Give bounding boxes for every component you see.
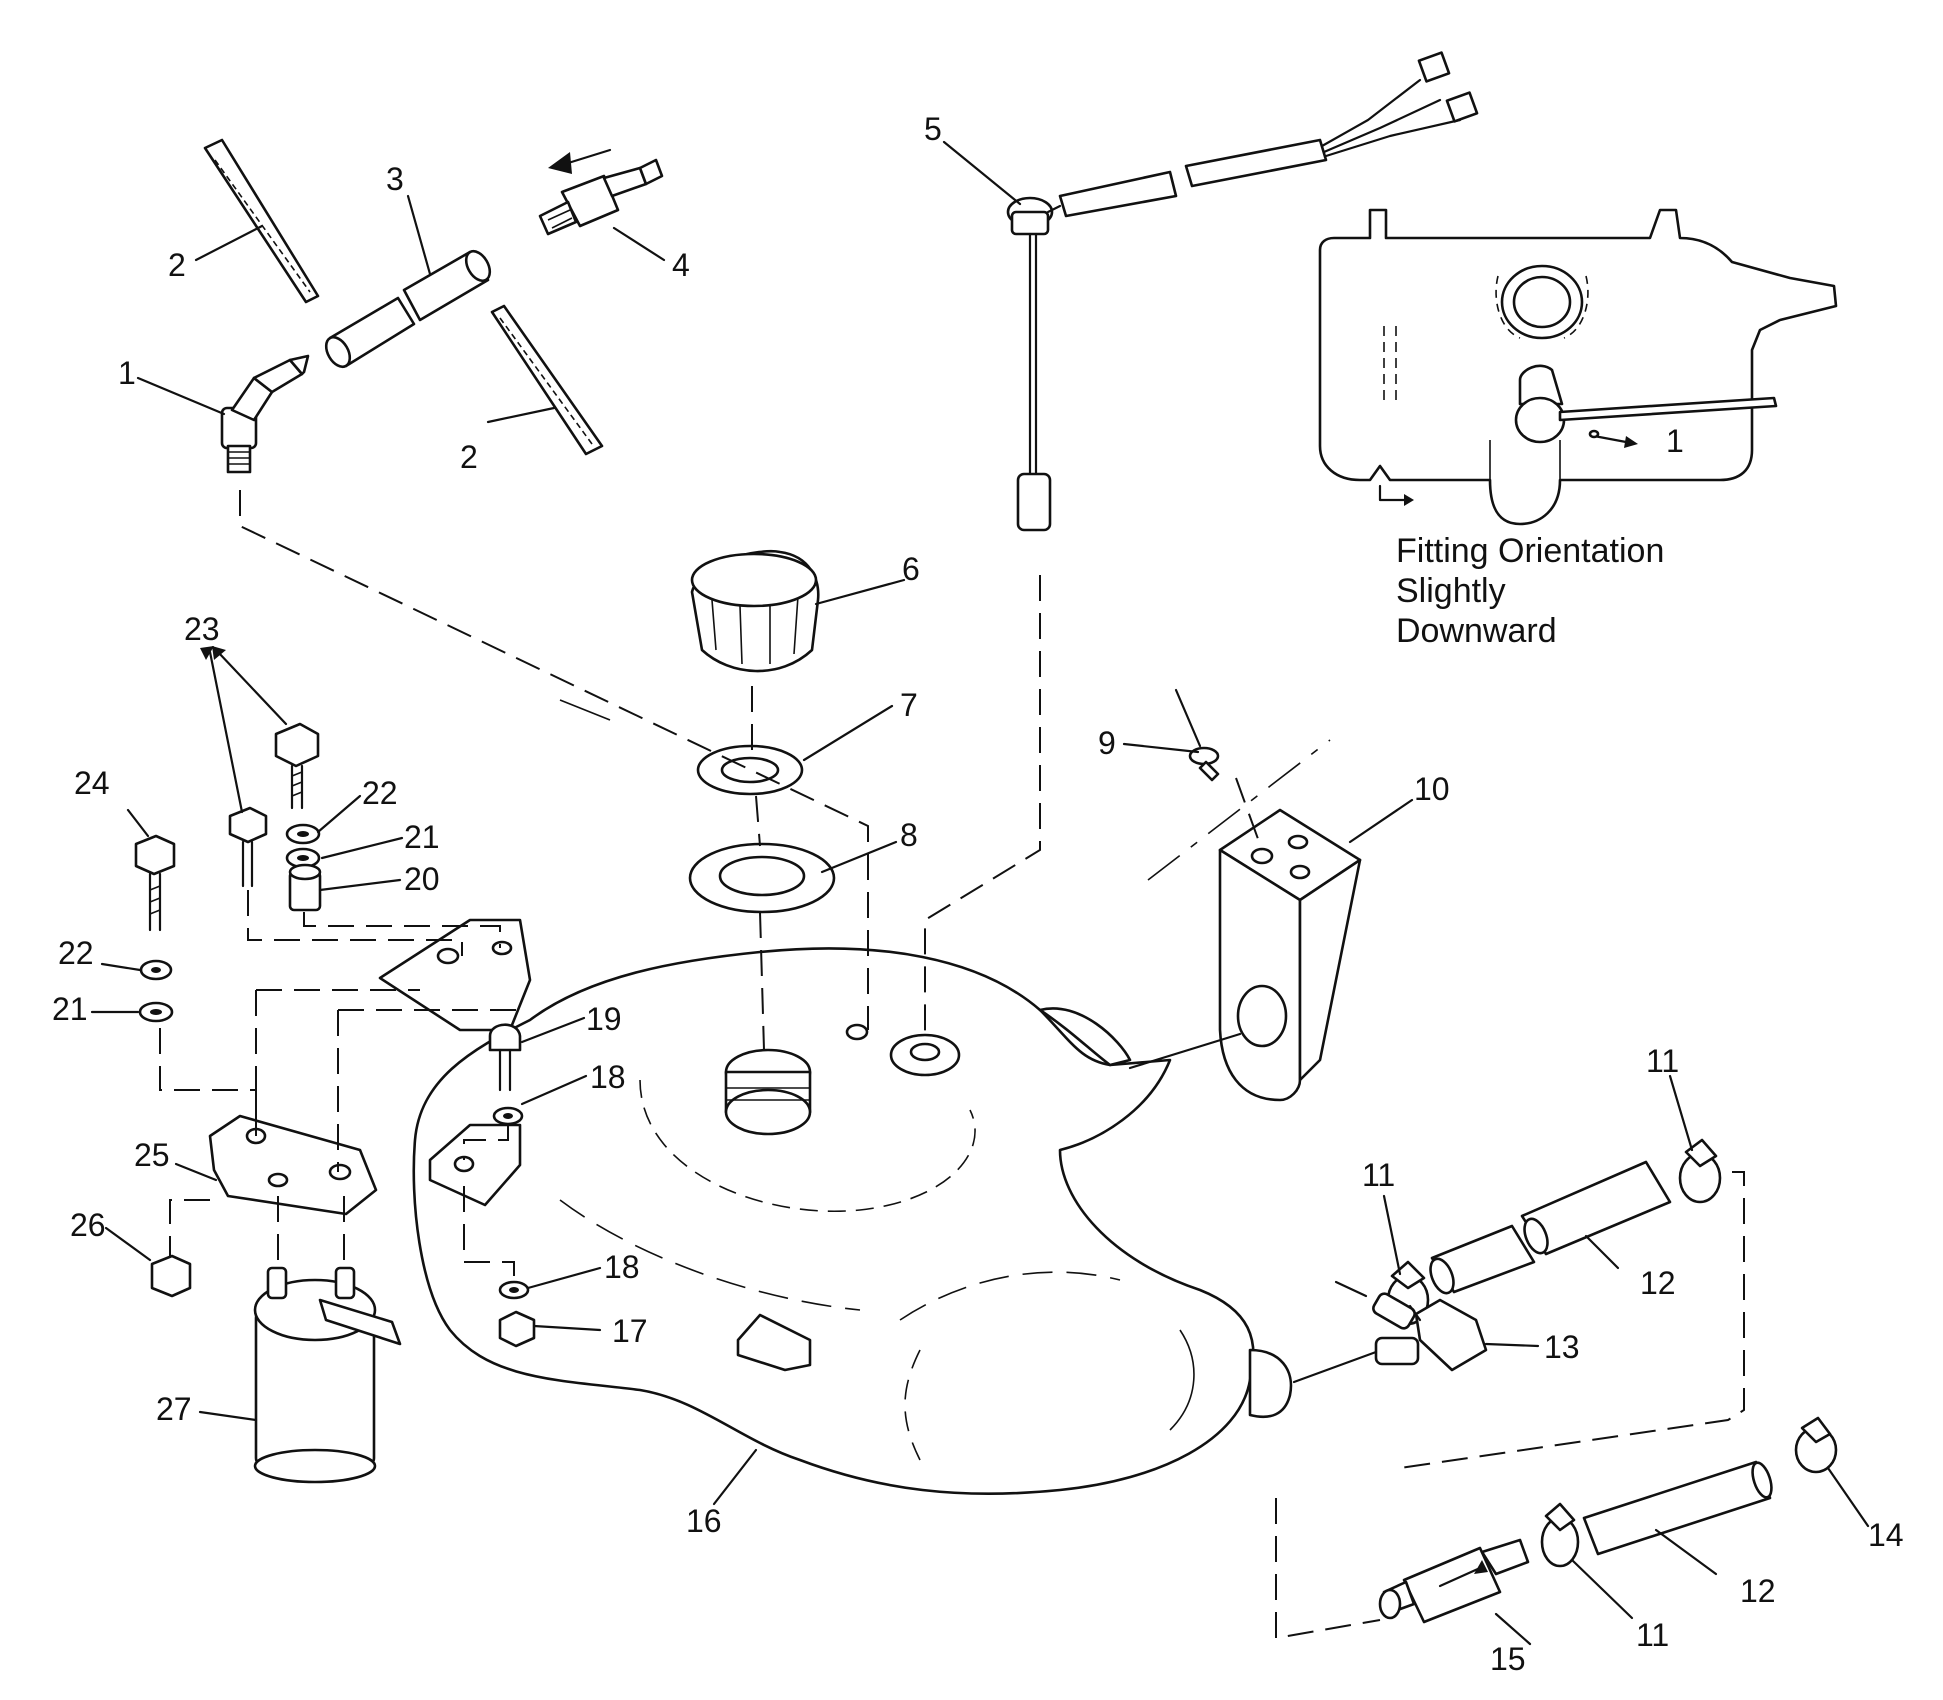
- bolt-23-large: [274, 722, 320, 810]
- fuel-cap: [690, 550, 820, 673]
- fuel-sender: [1006, 51, 1479, 532]
- callout-19: 19: [586, 1001, 622, 1037]
- lockwasher-21-lower: [138, 1001, 174, 1023]
- washer-22-upper: [285, 823, 321, 845]
- callout-11-upper-right: 11: [1646, 1043, 1679, 1079]
- callout-5: 5: [924, 111, 942, 147]
- inset-note-line-2: Slightly: [1396, 572, 1506, 610]
- callout-25: 25: [134, 1137, 170, 1173]
- upper-mount-plate: [378, 918, 532, 1032]
- nut-17: [498, 1310, 536, 1348]
- washer-22-lower: [139, 959, 173, 981]
- check-valve: [538, 148, 664, 236]
- callout-numbers: 1 2 2 3 4 5 6 7 8 9 10 11 11 11 12 12 13…: [52, 111, 1904, 1677]
- callout-2-lower: 2: [460, 439, 478, 475]
- callout-20: 20: [404, 861, 440, 897]
- callout-11-lower: 11: [1636, 1617, 1669, 1653]
- callout-8: 8: [900, 817, 918, 853]
- inset-note: Fitting Orientation Slightly Downward: [1396, 532, 1664, 650]
- callout-7: 7: [900, 687, 918, 723]
- inset-note-line-1: Fitting Orientation: [1396, 532, 1664, 570]
- canister: [253, 1266, 402, 1484]
- fuel-hose: [324, 249, 492, 369]
- washer-18-upper: [492, 1106, 524, 1126]
- elbow-fitting-13: [1334, 1280, 1488, 1372]
- inset-note-line-3: Downward: [1396, 612, 1557, 650]
- callout-16: 16: [686, 1503, 722, 1539]
- tie-strap-lower: [490, 304, 604, 456]
- fitting-orientation-inset: 1: [1318, 208, 1838, 526]
- callout-12-upper: 12: [1640, 1265, 1676, 1301]
- callout-10: 10: [1414, 771, 1450, 807]
- callout-21-upper: 21: [404, 819, 440, 855]
- inset-callout-1: 1: [1666, 423, 1684, 459]
- fuel-hose-lower: [1582, 1460, 1773, 1556]
- bolt-23-small: [228, 806, 268, 888]
- nut-26: [150, 1254, 192, 1298]
- hose-clamp-14: [1794, 1416, 1838, 1474]
- callout-4: 4: [672, 247, 690, 283]
- callout-13: 13: [1544, 1329, 1580, 1365]
- cap-gasket: [696, 744, 804, 796]
- mounting-bracket: [1218, 808, 1362, 1102]
- hose-clamp-lower: [1540, 1502, 1580, 1568]
- callout-18-lower: 18: [604, 1249, 640, 1285]
- callout-18-upper: 18: [590, 1059, 626, 1095]
- callout-2-upper: 2: [168, 247, 186, 283]
- callout-3: 3: [386, 161, 404, 197]
- inline-filter: [1378, 1538, 1530, 1624]
- callout-12-lower: 12: [1740, 1573, 1776, 1609]
- callout-22-lower: 22: [58, 935, 94, 971]
- bracket-25: [208, 1114, 378, 1216]
- assembly-lines: [159, 490, 1745, 1640]
- tie-strap-upper: [203, 138, 320, 304]
- bolt-24: [134, 834, 176, 932]
- callout-22-upper: 22: [362, 775, 398, 811]
- elbow-fitting: [220, 354, 310, 474]
- callout-1: 1: [118, 355, 136, 391]
- bolt-19: [488, 1023, 522, 1092]
- callout-23: 23: [184, 611, 220, 647]
- callout-9: 9: [1098, 725, 1116, 761]
- filler-neck-gasket: [688, 842, 836, 914]
- callout-24: 24: [74, 765, 110, 801]
- fuel-tank: [412, 947, 1293, 1496]
- callout-15: 15: [1490, 1641, 1526, 1677]
- callout-17: 17: [612, 1313, 648, 1349]
- callout-11-upper-left: 11: [1362, 1157, 1395, 1193]
- hose-clamp-upper-right: [1678, 1138, 1722, 1204]
- rivet: [1174, 688, 1220, 782]
- callout-21-lower: 21: [52, 991, 88, 1027]
- fuel-hose-upper: [1429, 1160, 1672, 1295]
- washer-18-lower: [498, 1280, 530, 1300]
- callout-27: 27: [156, 1391, 192, 1427]
- callout-6: 6: [902, 551, 920, 587]
- callout-26: 26: [70, 1207, 106, 1243]
- callout-14: 14: [1868, 1517, 1904, 1553]
- spacer-20: [288, 863, 322, 912]
- leader-lines: [90, 140, 1870, 1646]
